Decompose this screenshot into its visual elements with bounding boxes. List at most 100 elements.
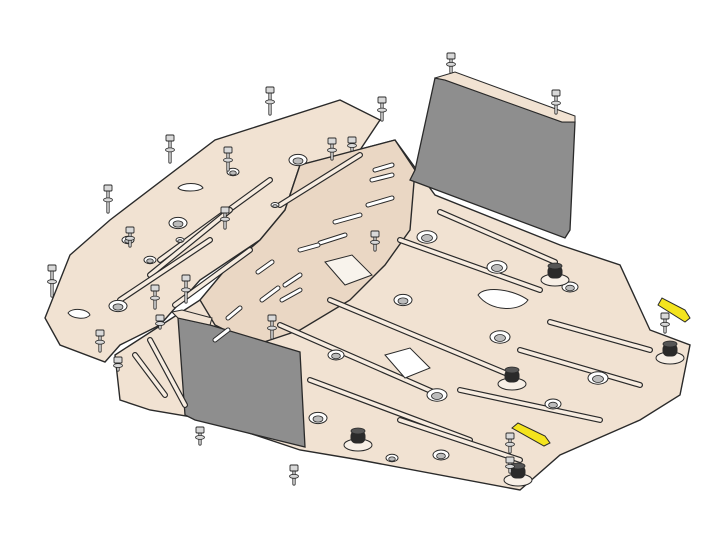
hole-center (272, 204, 278, 208)
mounting-holes (108, 153, 609, 463)
bolt-head (150, 284, 160, 292)
hole-center (565, 284, 575, 292)
vent-slot-opening (373, 163, 394, 172)
bolt-washer (377, 107, 387, 113)
bolt-head (370, 230, 380, 238)
bolt-washer (505, 464, 515, 469)
cable-tie-lower (511, 422, 551, 447)
bolt-washer (223, 157, 233, 163)
bolt-head (113, 356, 123, 364)
service-hatch-center (324, 254, 373, 286)
rib-face (518, 348, 642, 387)
oil-drain-opening (477, 289, 529, 309)
rib-face (148, 338, 187, 407)
bolt-washer (95, 339, 105, 345)
vent-slot-opening (298, 243, 320, 252)
hole-center (388, 456, 396, 462)
vent-slot-opening (283, 273, 302, 287)
bolt-head (347, 136, 357, 144)
hole-center (548, 401, 558, 409)
oval-cutout-left (177, 183, 204, 192)
hole-center (331, 352, 341, 360)
bolt-head (125, 226, 135, 234)
hole-center (592, 375, 604, 383)
bolt-head (155, 314, 165, 322)
hole-center (494, 334, 506, 342)
bolt-washer (113, 363, 123, 369)
hole-center (177, 239, 183, 243)
hole-center (312, 415, 324, 423)
bolt-washer (103, 197, 113, 203)
bolt-head (95, 329, 105, 337)
bolt-washer (347, 143, 357, 149)
bolt-head (327, 137, 337, 145)
bushing-top (662, 340, 678, 348)
rib-face (458, 388, 602, 422)
vent-slots (212, 162, 395, 343)
bushing-top (547, 262, 563, 270)
bolt-washer (446, 61, 456, 67)
bushing-top (504, 366, 520, 374)
vent-slot-opening (256, 260, 274, 274)
bolt-head (265, 86, 275, 94)
bolt-washer (165, 147, 175, 153)
bushing-top (350, 427, 366, 435)
bolt-washer (327, 147, 337, 153)
vent-slot-opening (318, 233, 347, 245)
vent-slot-opening (226, 306, 242, 320)
vent-slot-opening (280, 288, 302, 302)
bolt-washer (47, 279, 57, 285)
bolt-head (195, 426, 205, 434)
hole-center (491, 264, 503, 272)
hole-center (229, 170, 237, 176)
bolt-head (551, 89, 561, 97)
bolt-washer (551, 100, 561, 106)
bolt-head (47, 264, 57, 272)
bolt-head (181, 274, 191, 282)
bolt-washer (660, 321, 670, 327)
bolt-head (289, 464, 299, 472)
hole-center (421, 234, 433, 242)
bolt-washer (125, 235, 135, 241)
bolt-head (220, 206, 230, 214)
rib-face (278, 153, 362, 207)
rib-face (548, 320, 652, 352)
bolt-washer (505, 441, 515, 447)
bolt-head (165, 134, 175, 142)
rib-face (133, 353, 167, 397)
bolt-head (223, 146, 233, 154)
hole-center (112, 303, 124, 311)
rubber-mounts (343, 262, 685, 487)
rib-face (398, 238, 542, 292)
bolt-washer (267, 325, 277, 331)
bolt-head (103, 184, 113, 192)
bolt-washer (150, 295, 160, 301)
rib-face (438, 210, 557, 264)
hole-center (436, 452, 446, 460)
bolt-washer (265, 99, 275, 105)
bolt-washer (289, 473, 299, 479)
bolt-washer (155, 321, 165, 327)
vent-slot-opening (213, 328, 230, 342)
hole-center (146, 258, 154, 264)
bolt-head (660, 312, 670, 320)
bolt-washer (370, 239, 380, 245)
vent-slot-opening (260, 286, 280, 302)
front-shield-flange (170, 309, 213, 326)
bolt-head (377, 96, 387, 104)
rib-face (278, 323, 442, 397)
cable-tie-right (657, 297, 691, 323)
bolt-head (446, 52, 456, 60)
rib-face (308, 378, 472, 442)
rib-face (328, 298, 512, 377)
hole-center (397, 297, 409, 305)
vent-slot-opening (370, 173, 394, 182)
fastener-bolts (47, 52, 670, 486)
bolt-washer (220, 216, 230, 222)
hole-center (292, 157, 304, 165)
bolt-head (267, 314, 277, 322)
rear-shield-flange (434, 71, 576, 123)
bolt-head (505, 456, 515, 464)
